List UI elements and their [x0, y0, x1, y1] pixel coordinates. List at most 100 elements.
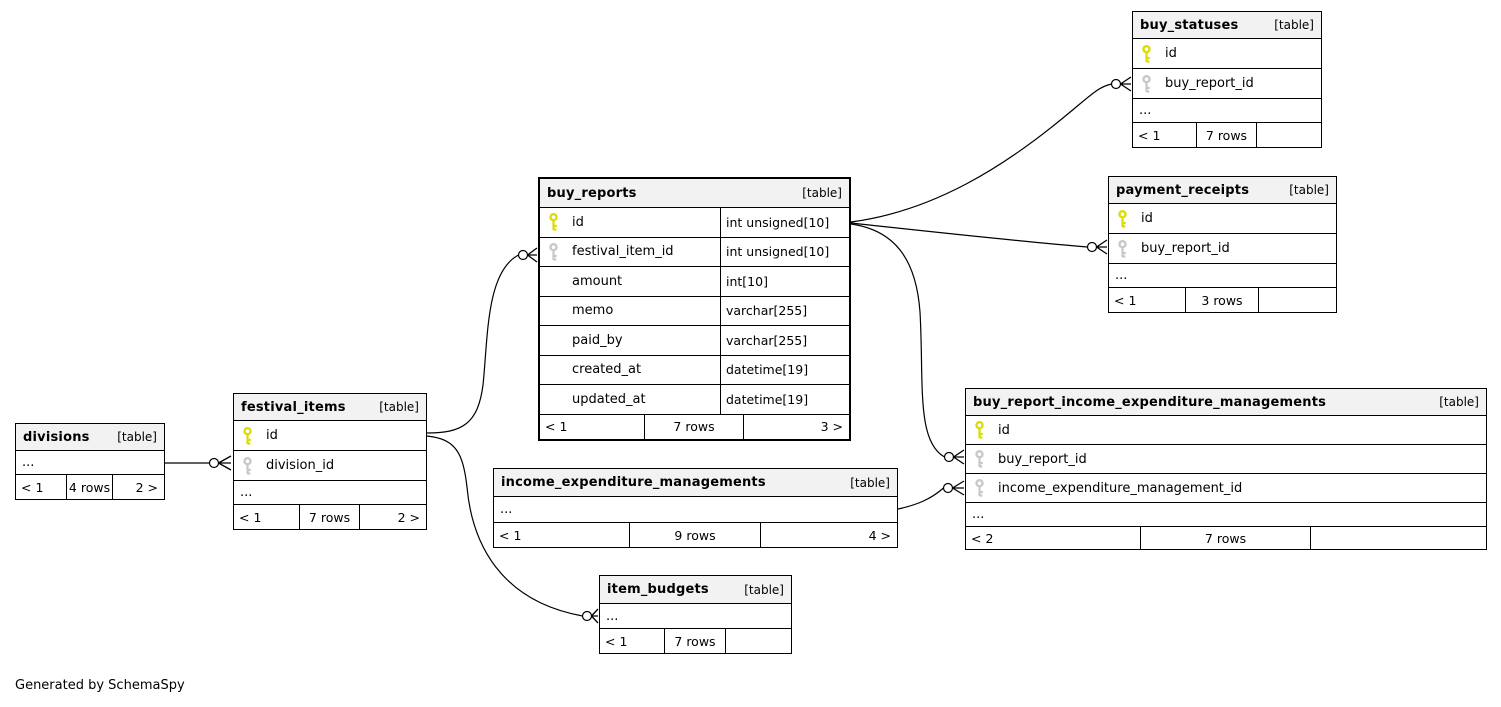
- table-title[interactable]: payment_receipts: [1116, 182, 1250, 198]
- parent-count: < 1: [21, 479, 44, 495]
- table-header: income_expenditure_managements [table]: [494, 469, 897, 497]
- column-row: amount int[10]: [540, 267, 849, 297]
- more-columns-ellipsis: ...: [494, 497, 897, 523]
- column-name: income_expenditure_management_id: [998, 480, 1243, 496]
- table-buy-reports[interactable]: buy_reports [table] id int unsigned[10] …: [538, 177, 851, 441]
- edge-iem-briem: [897, 480, 965, 510]
- column-type: int unsigned[10]: [726, 244, 830, 260]
- column-row: memo varchar[255]: [540, 296, 849, 326]
- row-count: 7 rows: [1196, 123, 1255, 147]
- child-count: 3 >: [743, 414, 849, 439]
- table-footer: < 1 7 rows: [1133, 123, 1321, 147]
- column-name: buy_report_id: [1141, 241, 1230, 256]
- primary-key-icon: [974, 421, 985, 439]
- table-tag: [table]: [1274, 18, 1314, 32]
- table-income-expenditure-managements[interactable]: income_expenditure_managements [table] .…: [493, 468, 898, 548]
- table-header: buy_report_income_expenditure_management…: [966, 389, 1486, 416]
- table-footer: < 1 9 rows 4 >: [494, 523, 897, 547]
- column-name: amount: [572, 273, 623, 289]
- table-title[interactable]: buy_statuses: [1140, 17, 1239, 33]
- column-row: id: [234, 421, 426, 451]
- foreign-key-icon: [242, 456, 253, 475]
- row-count: 9 rows: [629, 523, 760, 547]
- table-title[interactable]: festival_items: [241, 399, 346, 415]
- column-name: id: [572, 214, 584, 230]
- table-footer: < 1 7 rows: [600, 629, 791, 653]
- column-row: created_at datetime[19]: [540, 355, 849, 385]
- edge-festival-items-buy-reports: [426, 247, 538, 434]
- row-count: 7 rows: [643, 414, 744, 439]
- child-count: 2 >: [359, 505, 426, 529]
- column-name: festival_item_id: [572, 244, 674, 260]
- child-count: [724, 629, 791, 653]
- column-type: int[10]: [726, 273, 768, 289]
- foreign-key-icon: [974, 479, 985, 497]
- column-row: paid_by varchar[255]: [540, 326, 849, 356]
- table-footer: < 1 3 rows: [1109, 288, 1336, 312]
- more-columns-ellipsis: ...: [234, 481, 426, 505]
- table-tag: [table]: [802, 186, 842, 200]
- parent-count: < 1: [239, 509, 262, 525]
- table-tag: [table]: [117, 430, 157, 444]
- column-name: id: [1141, 211, 1153, 226]
- column-name: buy_report_id: [1165, 76, 1254, 91]
- table-tag: [table]: [744, 582, 784, 597]
- table-title[interactable]: divisions: [23, 429, 90, 445]
- column-row: festival_item_id int unsigned[10]: [540, 237, 849, 267]
- table-header: item_budgets [table]: [600, 576, 791, 604]
- edge-buy-reports-buy-statuses: [850, 76, 1132, 223]
- primary-key-icon: [1141, 44, 1152, 63]
- parent-count: < 1: [499, 527, 522, 543]
- foreign-key-icon: [974, 450, 985, 468]
- row-count: 7 rows: [664, 629, 724, 653]
- table-header: payment_receipts [table]: [1109, 177, 1336, 204]
- table-tag: [table]: [850, 475, 890, 490]
- column-type: datetime[19]: [726, 391, 809, 407]
- column-name: memo: [572, 303, 614, 319]
- foreign-key-icon: [548, 242, 559, 261]
- child-count: [1257, 288, 1336, 312]
- column-row: income_expenditure_management_id: [966, 474, 1486, 503]
- column-row: id int unsigned[10]: [540, 208, 849, 238]
- foreign-key-icon: [1141, 74, 1152, 93]
- column-type: datetime[19]: [726, 362, 809, 378]
- edge-buy-reports-payment-receipts: [850, 222, 1108, 255]
- table-footer: < 1 7 rows 3 >: [540, 414, 849, 439]
- table-title[interactable]: buy_report_income_expenditure_management…: [973, 394, 1327, 410]
- table-tag: [table]: [1439, 395, 1479, 409]
- column-row: division_id: [234, 451, 426, 481]
- more-columns-ellipsis: ...: [1133, 99, 1321, 123]
- table-festival-items[interactable]: festival_items [table] id division_id ..…: [233, 393, 427, 530]
- table-buy-statuses[interactable]: buy_statuses [table] id buy_report_id ..…: [1132, 11, 1322, 148]
- table-payment-receipts[interactable]: payment_receipts [table] id buy_report_i…: [1108, 176, 1337, 313]
- child-count: [1310, 527, 1486, 549]
- parent-count: < 1: [1138, 127, 1161, 143]
- edge-festival-items-item-budgets: [426, 435, 599, 624]
- table-footer: < 1 4 rows 2 >: [16, 475, 164, 499]
- more-columns-ellipsis: ...: [1109, 264, 1336, 288]
- column-name: updated_at: [572, 391, 646, 407]
- table-title[interactable]: buy_reports: [547, 185, 637, 201]
- primary-key-icon: [1117, 209, 1128, 228]
- edge-divisions-festival-items: [165, 455, 232, 471]
- parent-count: < 1: [605, 633, 628, 649]
- child-count: [1255, 123, 1321, 147]
- table-tag: [table]: [1289, 183, 1329, 197]
- edge-buy-reports-briem: [850, 223, 965, 465]
- column-name: buy_report_id: [998, 451, 1087, 467]
- primary-key-icon: [548, 213, 559, 231]
- table-tag: [table]: [379, 400, 419, 414]
- table-divisions[interactable]: divisions [table] ... < 1 4 rows 2 >: [15, 423, 165, 500]
- table-title[interactable]: item_budgets: [607, 582, 709, 597]
- column-name: paid_by: [572, 332, 623, 348]
- more-columns-ellipsis: ...: [966, 503, 1486, 527]
- table-buy-report-income-expenditure-managements[interactable]: buy_report_income_expenditure_management…: [965, 388, 1487, 550]
- table-title[interactable]: income_expenditure_managements: [501, 475, 766, 490]
- column-row: updated_at datetime[19]: [540, 385, 849, 415]
- table-item-budgets[interactable]: item_budgets [table] ... < 1 7 rows: [599, 575, 792, 654]
- primary-key-icon: [242, 426, 253, 445]
- table-footer: < 2 7 rows: [966, 527, 1486, 549]
- more-columns-ellipsis: ...: [16, 451, 164, 475]
- parent-count: < 1: [545, 419, 568, 434]
